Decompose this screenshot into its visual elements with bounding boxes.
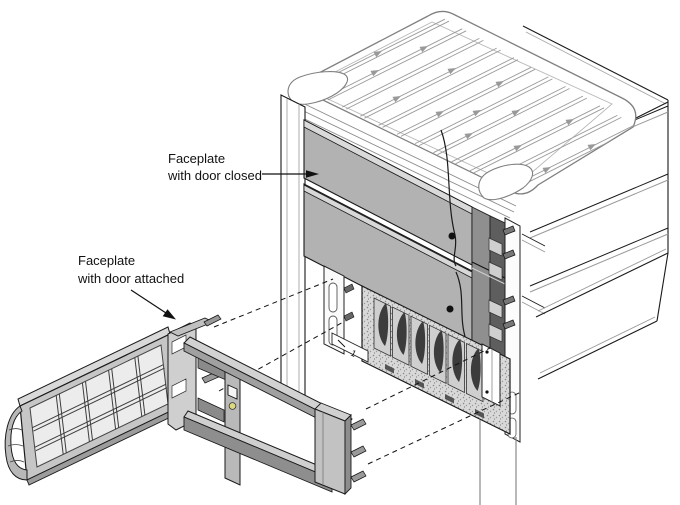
annotation-door-closed: Faceplate with door closed: [167, 151, 319, 183]
screw-lower: [446, 305, 454, 313]
left-corner-pod: [287, 71, 349, 105]
frame-left-member: [224, 366, 241, 486]
faceplate-frame: [183, 336, 367, 496]
faceplate-door-closed: [303, 119, 521, 443]
leader-arrowhead-door-closed: [306, 170, 319, 178]
frame-bottom-rail: [183, 410, 337, 480]
cage-slots: [385, 364, 484, 419]
right-corner-pod: [478, 163, 534, 201]
faceplate-side-strip: [471, 206, 491, 354]
left-post: [280, 94, 306, 399]
annotation-door-attached: Faceplate with door attached: [77, 253, 184, 320]
rail-clips-right: [502, 225, 516, 330]
cage-end-bracket: [481, 343, 501, 407]
retaining-wire-lower: [455, 271, 467, 341]
cover-outline: [292, 10, 637, 195]
slot-number-plate: 1: [331, 332, 369, 363]
annotation-door-closed-line2: with door closed: [167, 168, 262, 183]
latch-prong-top: [203, 314, 222, 327]
vent-chevrons: [370, 46, 596, 174]
annotations: Faceplate with door closed Faceplate wit…: [77, 151, 319, 320]
door-mullions: [32, 356, 168, 455]
alignment-dash-4: [367, 391, 522, 465]
alignment-dash-2: [218, 320, 346, 392]
status-led: [228, 402, 237, 410]
door-hinge-column: [167, 314, 227, 431]
annotation-door-attached-line2: with door attached: [77, 271, 184, 286]
alignment-guides: [213, 278, 522, 465]
leader-arrowhead-door-attached: [162, 309, 176, 320]
alignment-dash-1: [213, 278, 334, 328]
faceplate-door-attached: [4, 314, 367, 496]
drive-modules: [373, 297, 484, 403]
drive-bay: 1: [323, 265, 517, 505]
latch-blocks: [488, 237, 503, 343]
annotation-door-attached-line1: Faceplate: [78, 253, 135, 268]
leader-line-door-attached: [130, 289, 167, 314]
slot-number: 1: [349, 348, 358, 359]
frame-cutout: [227, 384, 238, 400]
screw-upper: [448, 232, 456, 240]
rack-front-sliver: [521, 233, 546, 315]
mounting-rail-left: [323, 265, 355, 355]
frame-end-block: [314, 402, 367, 496]
retaining-wire-upper: [440, 129, 457, 267]
door-grid: [4, 326, 180, 486]
annotation-door-closed-line1: Faceplate: [168, 151, 225, 166]
